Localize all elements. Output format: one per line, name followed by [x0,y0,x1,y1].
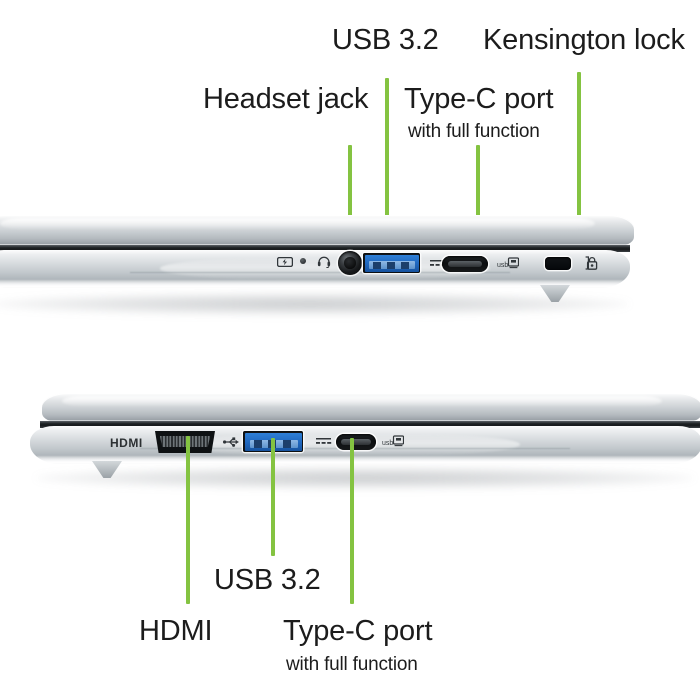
dc-power-icon [316,438,332,447]
seam-highlight-top [0,244,628,245]
usb-a-blue-insert-top [364,254,419,272]
callout-label-hdmi: HDMI [139,615,213,647]
power-led-icon [300,258,306,264]
callout-sublabel-type-c-port-top: with full function [408,121,540,142]
usb-a-pin [401,261,409,269]
headset-jack-hole [344,257,356,269]
callout-sublabel-type-c-port-bottom: with full function [286,654,418,675]
hdmi-wordmark: HDMI [110,436,143,450]
callout-label-type-c-port-top: Type-C port [404,83,554,115]
port-hdmi[interactable] [155,431,215,453]
laptop-right-side-view: usb [0,205,660,315]
laptop-lid-bottom [42,393,700,423]
usb-c-tongue-bottom [340,438,372,446]
usb-c-tongue-top [447,260,483,268]
port-kensington-lock-slot[interactable] [545,257,571,270]
port-usb-a-top[interactable] [363,253,420,273]
svg-text:usb: usb [497,262,508,269]
laptop-shadow-bottom [35,467,695,489]
leader-line-kensington-lock [577,72,581,260]
port-usb-c-bottom[interactable] [336,434,376,450]
leader-line-usb-32-bottom [271,438,275,556]
laptop-base-top [0,250,630,288]
laptop-lid-top [0,215,634,247]
lid-base-seam-top [0,245,630,252]
usb-a-pin [253,440,262,448]
seam-highlight-bottom [42,420,700,421]
lid-gloss-bottom [61,396,663,407]
callout-label-usb-32-bottom: USB 3.2 [214,564,321,596]
base-bottom-gloss-bottom [36,454,696,463]
base-bottom-gloss-top [0,278,624,287]
usb-a-pin [373,261,381,269]
hdmi-contacts [159,435,211,448]
callout-label-usb-32-top: USB 3.2 [332,24,439,56]
usb-a-pin [387,261,395,269]
usb-display-icon: usb [497,257,519,269]
callout-label-type-c-port-bottom: Type-C port [283,615,433,647]
headset-icon [317,255,331,268]
port-headset-jack[interactable] [338,251,362,275]
port-usb-c-top[interactable] [442,256,488,272]
kensington-lock-icon [585,256,599,270]
usb-trident-icon [223,437,241,447]
leader-line-hdmi [186,436,190,604]
leader-line-usb-32-top [385,78,389,260]
leader-line-type-c-port-top [476,145,480,263]
leader-line-type-c-port-bottom [350,438,354,604]
lid-gloss-top [0,218,595,230]
svg-text:usb: usb [382,440,393,447]
base-edge-line-top [130,272,510,273]
leader-line-headset-jack [348,145,352,263]
laptop-shadow-top [0,293,630,315]
lid-base-seam-bottom [40,421,700,428]
usb-display-icon: usb [382,435,404,447]
laptop-left-side-view: HDMI usb [30,385,700,489]
usb-a-pin [283,440,292,448]
callout-label-headset-jack: Headset jack [203,83,369,115]
callout-label-kensington-lock: Kensington lock [483,24,685,56]
battery-charge-icon [277,257,293,267]
